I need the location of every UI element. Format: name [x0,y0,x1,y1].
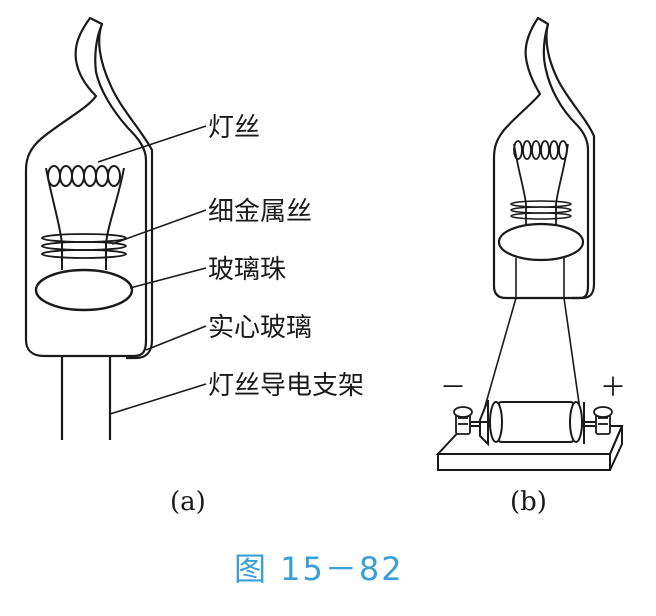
figure-caption: 图 15－82 [234,550,404,588]
label-fine-wire: 细金属丝 [208,197,312,227]
label-solid-glass: 实心玻璃 [208,313,312,343]
panel-b-terminal-right [593,406,613,435]
panel-b-terminal-left [453,406,473,435]
panel-b-fine-wire [510,200,572,220]
panel-a-leads [60,356,112,440]
panel-a-leader-lines [97,125,207,415]
panel-b-glass-bead [497,222,585,262]
panel-a-filament-coil [47,165,121,187]
panel-b-wires [483,258,581,411]
panel-a-support-legs [45,167,125,270]
panel-a-bulb [24,16,154,360]
label-support: 灯丝导电支架 [208,371,364,401]
label-minus: － [440,373,466,403]
panel-a-sublabel: (a) [170,487,206,517]
panel-a-fine-wire [41,233,127,259]
panel-b-filament-coil [513,140,568,160]
panel-b-support-legs [513,143,569,226]
label-plus: ＋ [600,373,626,403]
label-glass-bead: 玻璃珠 [208,255,286,285]
panel-b-battery [470,399,596,447]
panel-b-sublabel: (b) [510,487,547,517]
label-filament: 灯丝 [208,113,260,143]
panel-a-glass-bead [34,268,134,312]
panel-b-bulb [492,16,596,300]
